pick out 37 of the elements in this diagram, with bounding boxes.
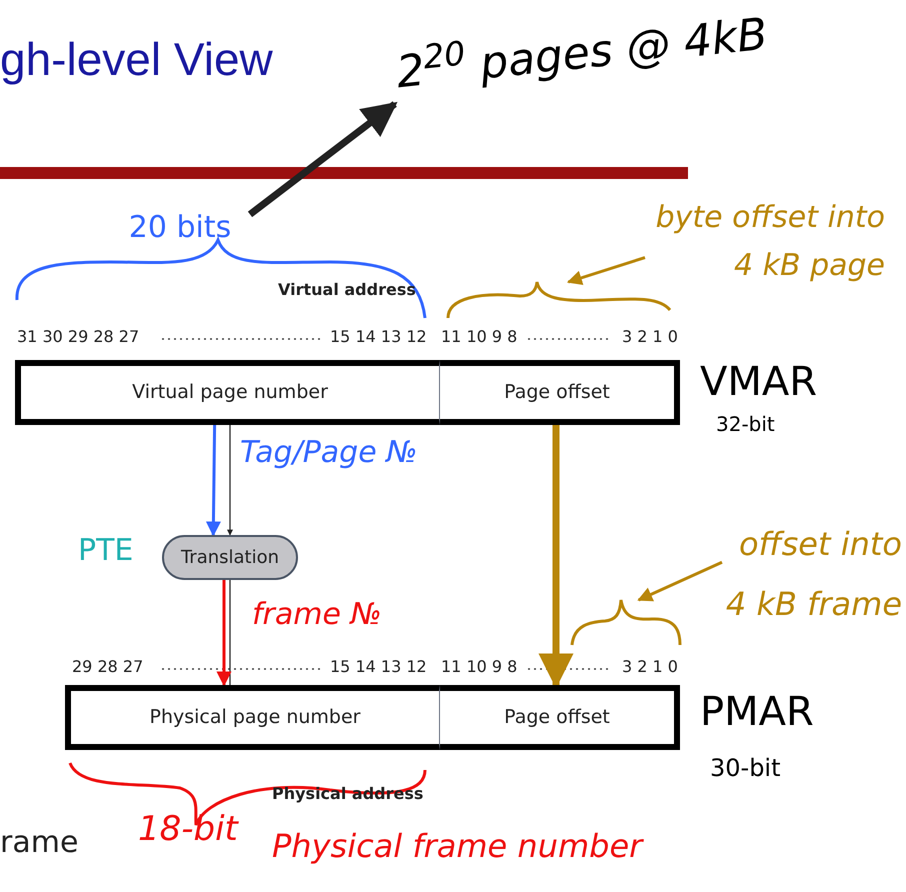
text-label: 11 10 9 8 — [441, 329, 518, 345]
arrow — [216, 580, 232, 686]
text-label: 18-bit — [138, 812, 238, 846]
text-label: rame — [0, 828, 78, 858]
text-label: VMAR — [700, 362, 818, 402]
slide-title: gh-level View — [0, 36, 273, 82]
text-label: 15 14 13 12 — [330, 659, 427, 675]
text-label: PMAR — [700, 692, 814, 732]
text-label: 29 28 27 — [72, 659, 144, 675]
register-field: Physical page number — [65, 685, 440, 750]
curly-brace — [570, 598, 682, 646]
register-field: Page offset — [440, 360, 680, 425]
text-label: 3 2 1 0 — [622, 329, 678, 345]
text-label: 30-bit — [710, 756, 781, 780]
arrow — [248, 101, 398, 218]
handwritten-note: byte offset into 4 kB page — [645, 194, 885, 290]
curly-brace — [446, 280, 672, 318]
edge-label: Tag/Page № — [240, 438, 418, 468]
text-label: Physical frame number — [272, 830, 642, 862]
text-label: 15 14 13 12 — [330, 329, 427, 345]
text-label: 11 10 9 8 — [441, 659, 518, 675]
register-field: Page offset — [440, 685, 680, 750]
arrow — [227, 425, 233, 536]
handwritten-note: offset into 4 kB frame — [722, 512, 902, 636]
handwritten-note: 2$^{20}$ pages @ 4kB — [368, 0, 796, 126]
text-label: Virtual address — [278, 282, 416, 298]
register-field: Virtual page number — [15, 360, 440, 425]
text-label: 3 2 1 0 — [622, 659, 678, 675]
handwritten-note: PTE — [78, 536, 134, 566]
arrow — [566, 256, 646, 286]
arrow — [206, 424, 221, 536]
handwritten-note: 20 bits — [110, 205, 250, 250]
text-label: 31 30 29 28 27 — [17, 329, 140, 345]
edge-label: frame № — [252, 600, 382, 630]
arrow — [637, 560, 723, 602]
text-label: 32-bit — [716, 414, 775, 434]
process-pill: Translation — [162, 535, 298, 580]
